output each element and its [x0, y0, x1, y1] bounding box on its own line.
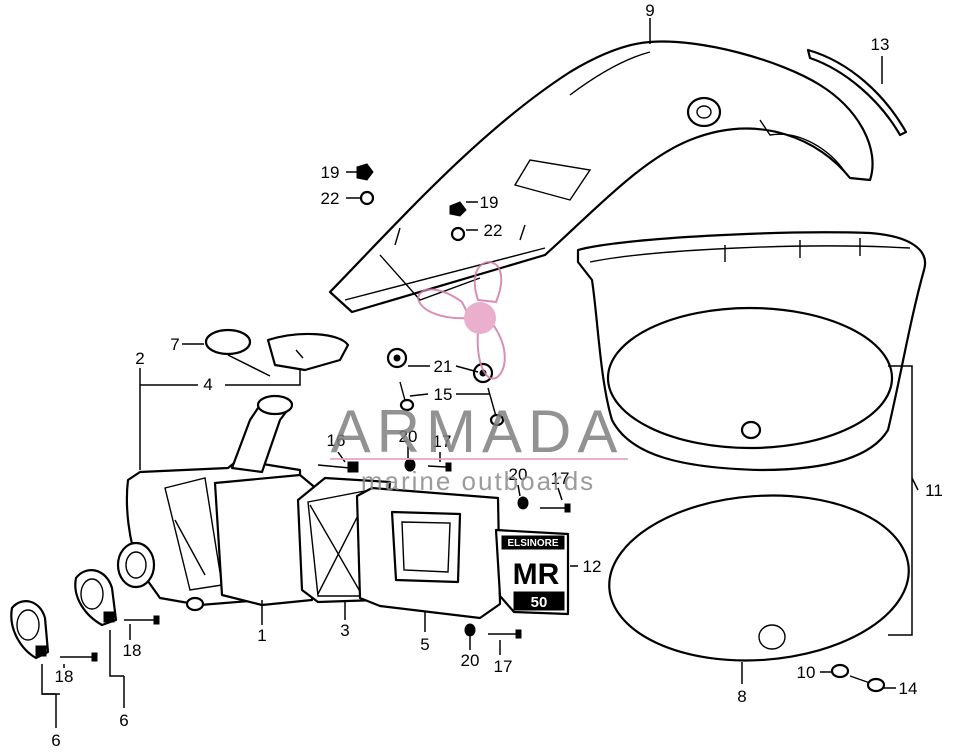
callout-17c: 17: [494, 657, 513, 676]
watermark-brand: ARMADA: [331, 398, 624, 465]
part-6-hose-clamp-left: [10, 600, 50, 660]
callout-3: 3: [340, 621, 349, 640]
callout-9: 9: [645, 1, 654, 20]
badge-size-text: 50: [531, 594, 548, 611]
callout-11: 11: [925, 481, 943, 500]
part-4-clamp: [266, 332, 350, 372]
callout-6b: 6: [119, 711, 128, 730]
part-6-hose-clamp-right: [74, 569, 118, 627]
callout-18a: 18: [55, 667, 74, 686]
watermark-tagline: marine outboards: [361, 466, 595, 496]
callout-19a: 19: [321, 163, 340, 182]
part-19-22-nuts-washers: [356, 163, 467, 242]
callout-22a: 22: [321, 189, 340, 208]
part-18-screws: [60, 615, 160, 662]
part-13-trim-strip: [806, 48, 908, 137]
callout-20b: 20: [509, 465, 528, 484]
callout-5: 5: [420, 635, 429, 654]
callout-4: 4: [203, 375, 212, 394]
part-7-ring: [204, 328, 252, 356]
callout-19b: 19: [480, 193, 499, 212]
part-5-cover-plate: [355, 486, 502, 620]
callout-15: 15: [434, 385, 453, 404]
watermark: ARMADA marine outboards: [330, 260, 628, 496]
callout-8: 8: [737, 687, 746, 706]
badge-model-text: MR: [513, 558, 560, 591]
part-11-side-cover: [576, 231, 927, 472]
badge-maker-text: ELSINORE: [507, 538, 558, 549]
part-8-number-plate: [608, 494, 910, 662]
callout-2: 2: [135, 349, 144, 368]
callout-16: 16: [327, 431, 346, 450]
callout-1: 1: [257, 626, 266, 645]
callout-14: 14: [899, 679, 918, 698]
callout-20c: 20: [461, 651, 480, 670]
part-9-rear-fender: [328, 40, 874, 314]
callout-21: 21: [434, 357, 453, 376]
part-12-model-badge: ELSINORE MR 50: [494, 528, 570, 616]
callout-22b: 22: [484, 221, 503, 240]
callout-10: 10: [797, 663, 816, 682]
callout-numbers: 9 13 19 22 19 22 2 7 4 21 15 16 20 17 20…: [51, 1, 943, 750]
callout-20a: 20: [399, 427, 418, 446]
propeller-logo: [416, 260, 506, 380]
callout-17a: 17: [433, 432, 452, 451]
callout-13: 13: [871, 35, 890, 54]
callout-18b: 18: [123, 641, 142, 660]
leader-lines: [41, 18, 919, 728]
part-2-air-box-housing: [116, 394, 320, 612]
callout-12: 12: [583, 557, 602, 576]
part-10-14-washer-screw: [830, 663, 886, 693]
callout-7: 7: [170, 335, 179, 354]
callout-17b: 17: [551, 469, 570, 488]
watermark-underline: [330, 458, 628, 460]
callout-6a: 6: [51, 731, 60, 750]
